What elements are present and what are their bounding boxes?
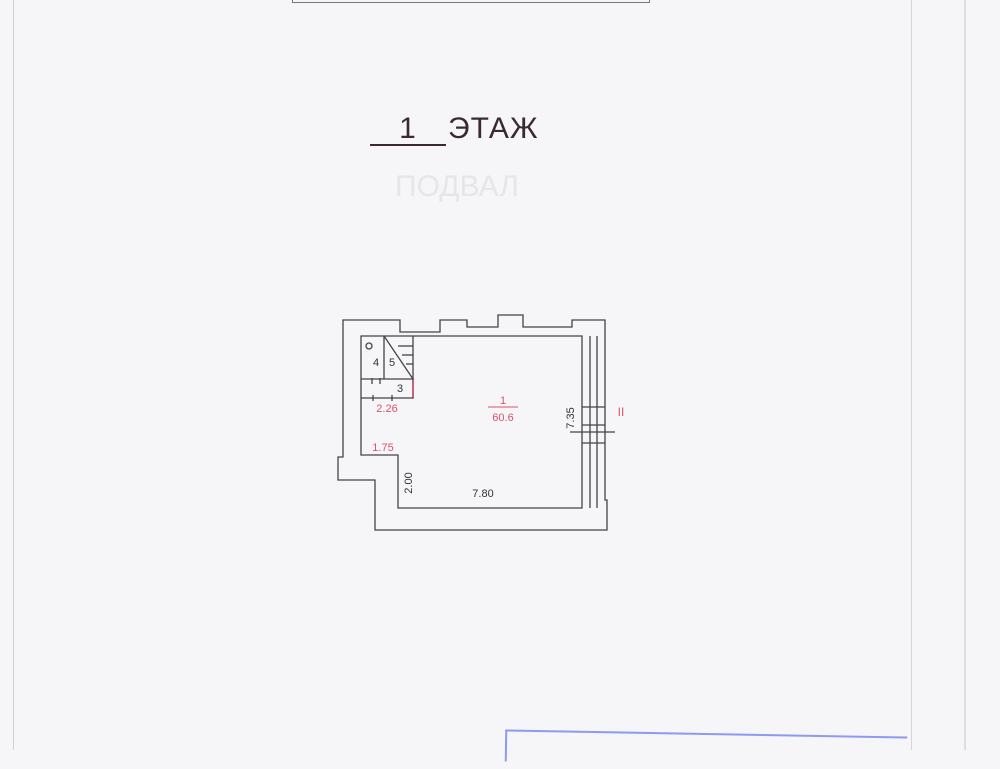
room-3-label: 3 [397, 383, 403, 395]
room-area: 60.6 [492, 412, 513, 424]
dimension-2-26: 2.26 [376, 403, 397, 415]
stair-box [361, 378, 414, 399]
page-edge [964, 0, 966, 750]
faded-heading: ПОДВАЛ [395, 170, 519, 203]
dimension-7-35: 7.35 [565, 407, 577, 428]
section-mark: II [618, 405, 625, 419]
inner-room [360, 335, 583, 509]
floor-plan: 1 60.6 4 5 3 2.26 1.75 2.00 7.80 7.35 II [337, 314, 625, 531]
top-frame [292, 0, 650, 3]
room-4-label: 4 [373, 357, 379, 369]
dimension-2-00: 2.00 [403, 472, 415, 493]
room-number: 1 [500, 395, 506, 407]
page-border-right [911, 0, 912, 750]
dimension-1-75: 1.75 [372, 442, 393, 454]
outer-wall [337, 314, 608, 531]
dimension-7-80: 7.80 [472, 488, 493, 500]
room-5-label: 5 [389, 357, 395, 369]
page-border-left [13, 0, 14, 750]
